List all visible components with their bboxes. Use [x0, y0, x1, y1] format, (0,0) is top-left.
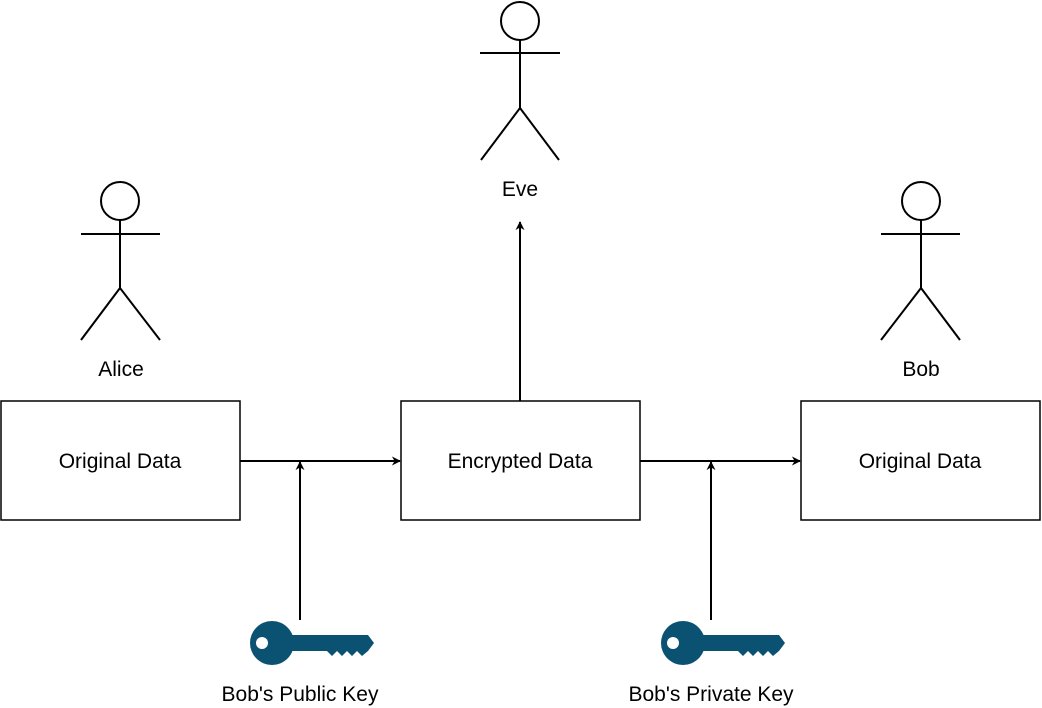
public-key-label: Bob's Public Key — [222, 683, 379, 706]
original-data-left-label: Original Data — [59, 450, 182, 473]
private-key-label: Bob's Private Key — [628, 683, 794, 706]
original-data-right-label: Original Data — [859, 450, 982, 473]
alice-label: Alice — [98, 358, 144, 381]
eve-actor-icon — [480, 1, 560, 161]
public-key-icon — [250, 621, 374, 665]
alice-actor-icon — [80, 181, 161, 341]
original-data-box-right — [800, 400, 1041, 521]
private-key-icon — [661, 621, 785, 665]
bob-actor-icon — [880, 181, 961, 341]
bob-label: Bob — [902, 358, 939, 381]
eve-label: Eve — [502, 178, 538, 201]
encrypted-data-label: Encrypted Data — [448, 450, 593, 473]
original-data-box-left — [0, 400, 241, 521]
